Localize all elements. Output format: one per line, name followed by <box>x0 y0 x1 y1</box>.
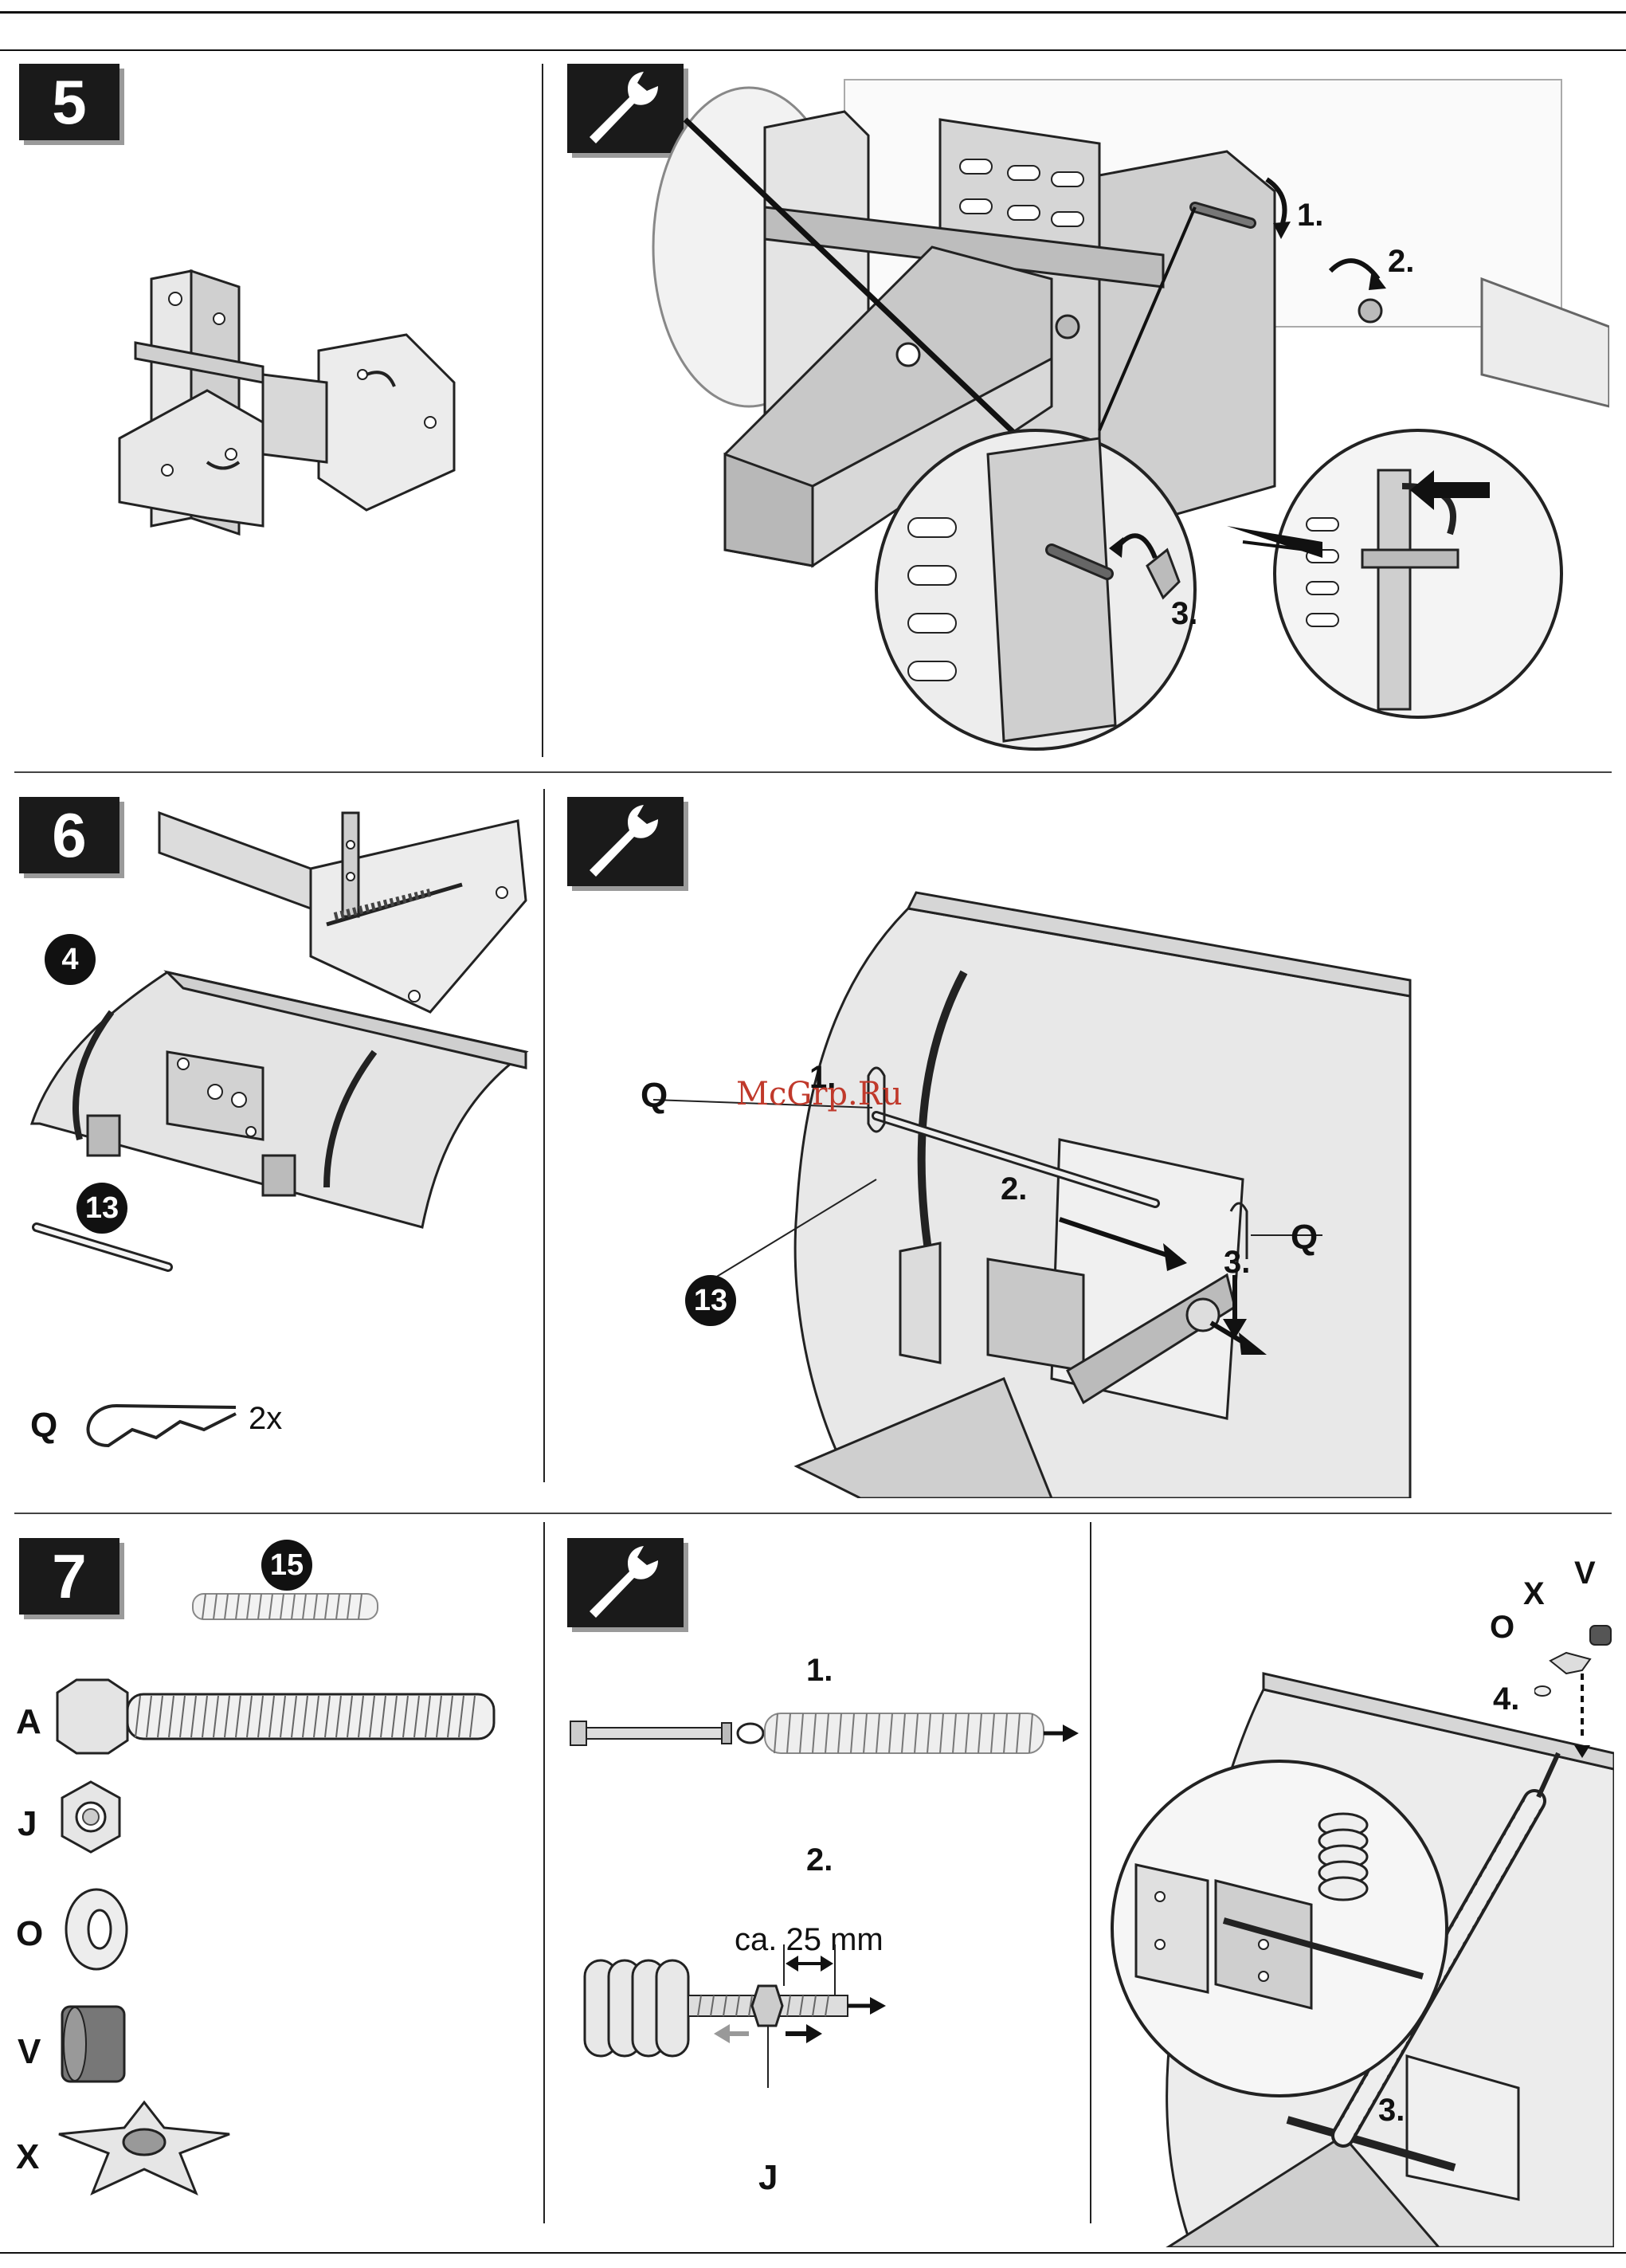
col-divider-row2 <box>543 789 545 1482</box>
part-label-o: O <box>1490 1610 1514 1646</box>
step-label-1: 1. <box>1297 198 1323 233</box>
part-letter-a: A <box>16 1702 41 1742</box>
step-label-2: 2. <box>806 1842 833 1878</box>
clip-label-q-left: Q <box>641 1076 668 1116</box>
col-divider-row3a <box>543 1522 545 2223</box>
part-badge-15: 15 <box>261 1540 312 1591</box>
spring-install-drawing <box>1104 1642 1614 2247</box>
hair-pin-clip-drawing <box>69 1390 244 1454</box>
footer-rule <box>0 2252 1626 2254</box>
tractor-mount-drawing <box>605 72 1609 757</box>
col-divider-row1 <box>542 64 543 757</box>
step-label-3: 3. <box>1224 1245 1250 1281</box>
step-label-4: 4. <box>1493 1681 1519 1717</box>
step-number-5: 5 <box>19 64 120 140</box>
spring-15-drawing <box>190 1589 381 1624</box>
bolt-spring-assembly-drawing <box>566 1705 1083 1761</box>
step-number-7: 7 <box>19 1538 120 1615</box>
col-divider-row3b <box>1090 1522 1091 2223</box>
step-label-3: 3. <box>1171 596 1197 632</box>
washer-o-drawing <box>62 1885 131 1973</box>
pin-13-drawing <box>29 1211 180 1283</box>
top-rule <box>0 11 1626 14</box>
part-label-x: X <box>1523 1576 1545 1612</box>
clip-label-q-right: Q <box>1291 1218 1318 1258</box>
nut-j-drawing <box>57 1779 124 1855</box>
star-knob-x-drawing <box>53 2096 236 2199</box>
step-label-2: 2. <box>1001 1171 1027 1207</box>
row-divider-2 <box>14 1513 1612 1514</box>
part-letter-x: X <box>16 2137 39 2177</box>
step-label-1: 1. <box>806 1653 833 1689</box>
nut-adjustment-drawing <box>582 1944 900 2088</box>
nut-label-j: J <box>758 2158 778 2198</box>
part-label-v: V <box>1574 1556 1596 1591</box>
clip-label-q: Q <box>30 1406 57 1446</box>
cap-v-drawing <box>57 2000 129 2088</box>
header-rule <box>0 49 1626 51</box>
step-number-6: 6 <box>19 797 120 873</box>
wrench-icon <box>567 1538 684 1627</box>
bolt-a-drawing <box>53 1677 507 1756</box>
part-letter-v: V <box>18 2032 41 2072</box>
bracket-assembly-drawing <box>104 263 478 550</box>
wrench-icon-row3 <box>567 1538 684 1627</box>
step-label-2: 2. <box>1388 244 1414 280</box>
watermark-text: McGrp.Ru <box>736 1076 903 1112</box>
part-letter-o: O <box>16 1914 43 1954</box>
part-letter-j: J <box>18 1804 37 1844</box>
knob-cap-explode-drawing <box>1534 1597 1622 1701</box>
row-divider-1 <box>14 771 1612 773</box>
step-label-3: 3. <box>1378 2093 1405 2129</box>
part-badge-13: 13 <box>685 1275 736 1326</box>
clip-quantity: 2x <box>249 1401 282 1437</box>
